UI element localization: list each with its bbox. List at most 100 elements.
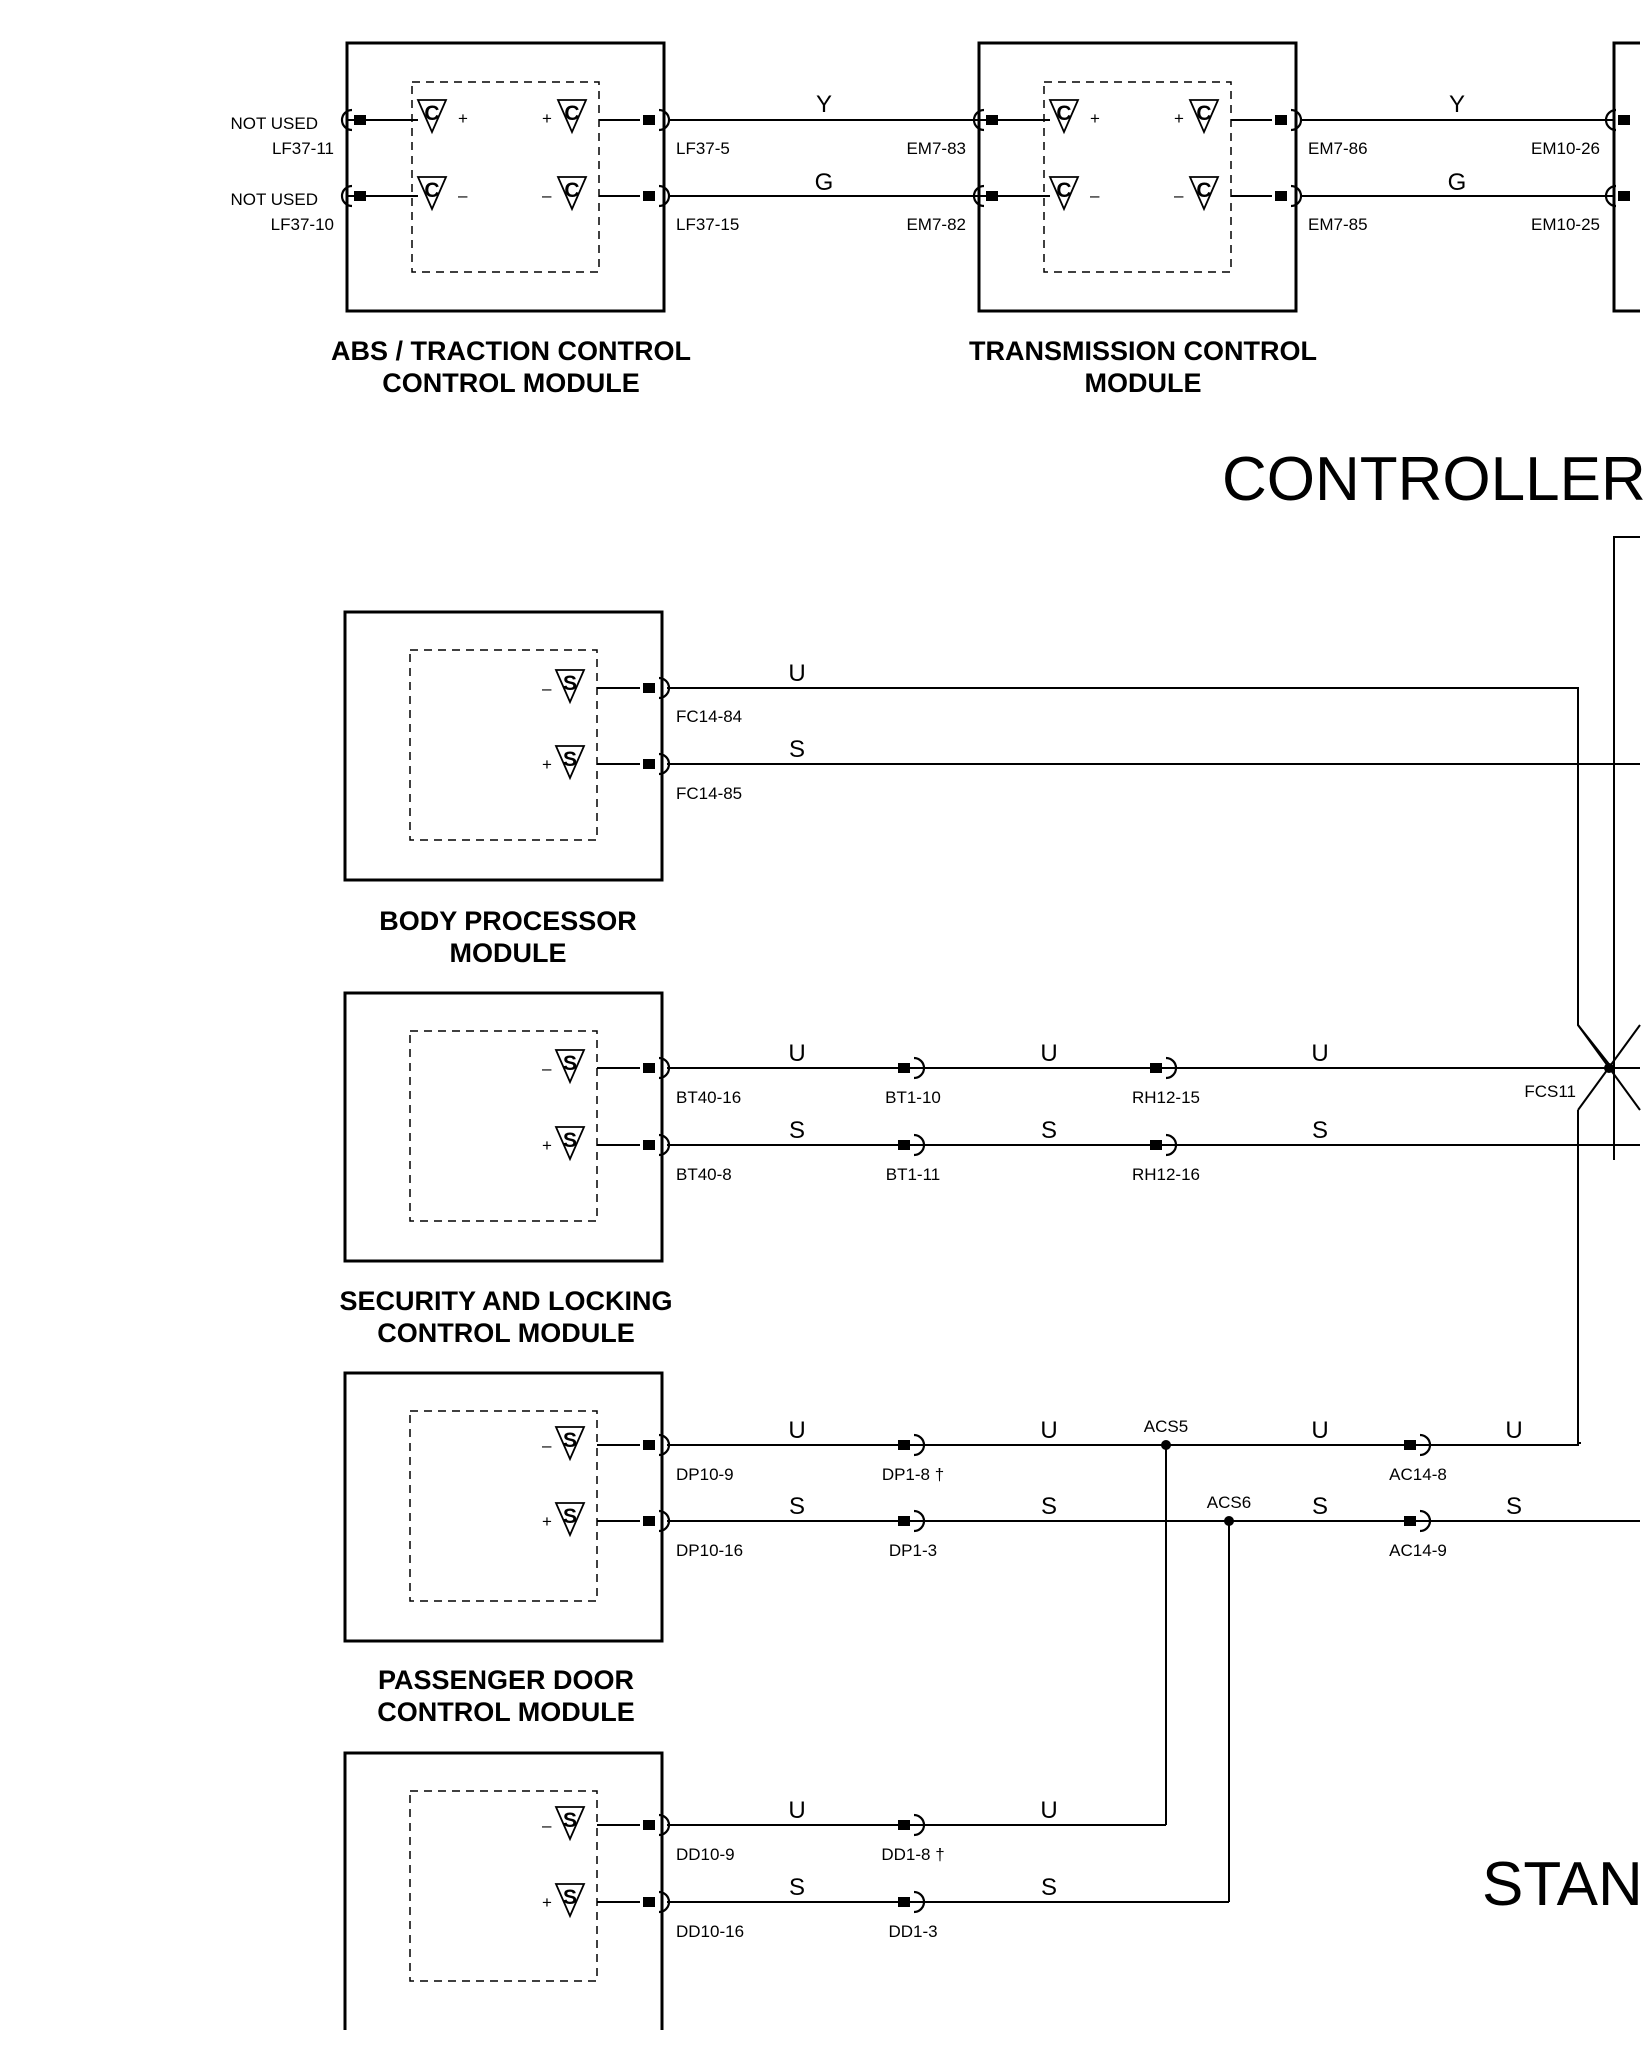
tcm-module: C + C – C + C – EM7-83 EM7-82 EM7-86 EM7… <box>906 41 1368 398</box>
pin-label: DD10-9 <box>676 1845 735 1864</box>
slcm-module-box <box>343 991 664 1263</box>
pin-label: RH12-15 <box>1132 1088 1200 1107</box>
polarity-sign: – <box>542 186 552 205</box>
pdcm-module-internal <box>409 1410 598 1602</box>
slcm-module-internal <box>409 1030 598 1222</box>
wire-color-label: U <box>788 660 805 687</box>
polarity-sign: + <box>1090 109 1100 128</box>
section-title: CONTROLLER AF <box>1222 445 1648 514</box>
wire-color-label: S <box>789 1493 805 1520</box>
pin-label: LF37-5 <box>676 139 730 158</box>
polarity-sign: – <box>542 1436 552 1455</box>
wire-color-label: S <box>789 736 805 763</box>
connector-icon <box>1419 1433 1432 1457</box>
pin-terminal <box>354 115 366 125</box>
can-symbol-icon <box>1188 99 1220 135</box>
polarity-sign: + <box>542 1893 552 1912</box>
abs-module: C + C – C + C – NOT USED LF37-11 NOT USE… <box>230 41 739 398</box>
polarity-sign: + <box>542 109 552 128</box>
pin-terminal <box>1275 115 1287 125</box>
driver-door-module-box <box>343 1751 664 2030</box>
scp-symbol-icon <box>554 1806 586 1842</box>
scp-symbol-icon <box>554 1502 586 1538</box>
polarity-sign: + <box>542 1512 552 1531</box>
wire-color-label: S <box>1312 1493 1328 1520</box>
pin-label: AC14-9 <box>1389 1541 1447 1560</box>
module-name: MODULE <box>1085 368 1202 398</box>
pin-label: LF37-11 <box>272 139 334 158</box>
wire-color-label: U <box>788 1797 805 1824</box>
wire-color-label: Y <box>1449 91 1465 118</box>
pin-label: EM10-26 <box>1531 139 1600 158</box>
bpm-module: S – S + FC14-84 FC14-85 BODY PROCESSOR M… <box>343 610 742 968</box>
wire-blue <box>667 687 1613 1069</box>
partial-module-box <box>1612 41 1640 313</box>
connector-icon <box>913 1056 926 1080</box>
can-symbol-icon <box>1188 176 1220 212</box>
wire-color-label: U <box>1311 1040 1328 1067</box>
can-symbol-icon <box>1048 176 1080 212</box>
splice-label: ACS6 <box>1207 1493 1251 1512</box>
wire-color-label: U <box>1311 1417 1328 1444</box>
pin-terminal <box>898 1516 910 1526</box>
module-name: CONTROL MODULE <box>382 368 640 398</box>
wire-color-label: U <box>788 1040 805 1067</box>
scp-symbol-icon <box>554 1049 586 1085</box>
pin-terminal <box>643 1516 655 1526</box>
connector-icon <box>1604 108 1617 132</box>
wire-color-label: S <box>1041 1493 1057 1520</box>
pin-terminal <box>898 1820 910 1830</box>
polarity-sign: + <box>542 755 552 774</box>
module-name: BODY PROCESSOR <box>379 906 637 936</box>
scp-symbol-label: S <box>563 1505 577 1528</box>
tcm-module-box <box>977 41 1298 313</box>
connector-icon <box>913 1433 926 1457</box>
bpm-module-internal <box>409 649 598 841</box>
can-symbol-icon <box>416 99 448 135</box>
not-used-label: NOT USED <box>230 114 318 133</box>
wire-color-label: U <box>1040 1417 1057 1444</box>
bpm-module-box <box>343 610 664 882</box>
wire-color-label: U <box>788 1417 805 1444</box>
splice-point <box>1604 1063 1614 1073</box>
pin-label: EM7-82 <box>906 215 966 234</box>
pin-label: FC14-84 <box>676 707 742 726</box>
pin-terminal <box>1404 1440 1416 1450</box>
pin-terminal <box>898 1897 910 1907</box>
pin-terminal <box>1275 191 1287 201</box>
wire-color-label: S <box>789 1117 805 1144</box>
scp-symbol-icon <box>554 669 586 705</box>
pin-label: FC14-85 <box>676 784 742 803</box>
connector-icon <box>1165 1056 1178 1080</box>
abs-module-box <box>345 41 666 313</box>
pin-label: EM10-25 <box>1531 215 1600 234</box>
wire-color-label: U <box>1040 1040 1057 1067</box>
not-used-label: NOT USED <box>230 190 318 209</box>
pdcm-module-box <box>343 1371 664 1643</box>
pin-label: BT40-8 <box>676 1165 732 1184</box>
pin-terminal <box>1618 115 1630 125</box>
pin-label: EM7-85 <box>1308 215 1368 234</box>
polarity-sign: – <box>1174 186 1184 205</box>
pin-terminal <box>898 1063 910 1073</box>
polarity-sign: – <box>542 1816 552 1835</box>
module-name: TRANSMISSION CONTROL <box>969 336 1317 366</box>
polarity-sign: – <box>1090 186 1100 205</box>
section-title: STANI <box>1482 1850 1648 1919</box>
module-name: PASSENGER DOOR <box>378 1665 634 1695</box>
connector-icon <box>1419 1509 1432 1533</box>
pin-terminal <box>1404 1516 1416 1526</box>
pin-terminal <box>1618 191 1630 201</box>
scp-symbol-label: S <box>563 672 577 695</box>
pin-label: EM7-86 <box>1308 139 1368 158</box>
pin-label: DD10-16 <box>676 1922 744 1941</box>
scp-symbol-label: S <box>563 1429 577 1452</box>
pin-terminal <box>643 1820 655 1830</box>
polarity-sign: – <box>458 186 468 205</box>
pin-terminal <box>898 1140 910 1150</box>
pin-terminal <box>1150 1063 1162 1073</box>
can-symbol-icon <box>556 99 588 135</box>
connector-icon <box>340 184 353 208</box>
pin-terminal <box>986 115 998 125</box>
pin-label: BT1-11 <box>886 1165 941 1184</box>
